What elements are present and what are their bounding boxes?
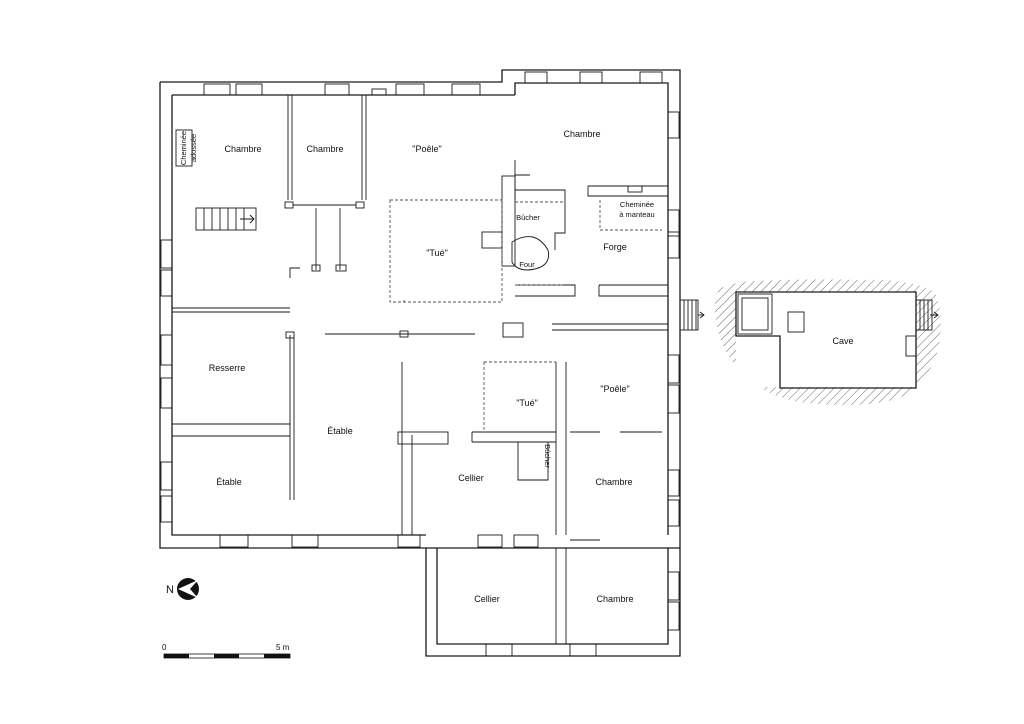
exterior-walls bbox=[159, 69, 681, 657]
room-label-etable-big: Étable bbox=[327, 426, 353, 436]
room-label-bucher-s: Bûcher bbox=[543, 444, 552, 468]
room-label-tue-n: "Tué" bbox=[426, 248, 448, 258]
north-arrow: N bbox=[166, 578, 199, 600]
north-label: N bbox=[166, 584, 174, 596]
room-label-etable-w: Étable bbox=[216, 477, 242, 487]
room-label-cave: Cave bbox=[832, 336, 853, 346]
room-label-poele-n: "Poêle" bbox=[412, 144, 441, 154]
room-label-chambre-ne: Chambre bbox=[563, 129, 600, 139]
room-label-chambre-se: Chambre bbox=[595, 477, 632, 487]
label-cheminee-adossee-2: adossée bbox=[189, 134, 198, 162]
room-label-bucher-n: Bûcher bbox=[516, 213, 540, 222]
scale-start: 0 bbox=[162, 643, 167, 652]
room-label-chambre-nw: Chambre bbox=[224, 144, 261, 154]
scale-end: 5 m bbox=[276, 643, 290, 652]
room-label-cellier-1: Cellier bbox=[458, 473, 484, 483]
cave-structure bbox=[714, 279, 941, 406]
room-label-poele-s: "Poêle" bbox=[600, 384, 629, 394]
dashed-outlines bbox=[389, 199, 662, 432]
room-label-chambre-n2: Chambre bbox=[306, 144, 343, 154]
room-label-cellier-2: Cellier bbox=[474, 594, 500, 604]
room-label-forge: Forge bbox=[603, 242, 627, 252]
label-cheminee-adossee-1: Cheminée bbox=[179, 131, 188, 165]
room-label-chambre-s: Chambre bbox=[596, 594, 633, 604]
room-label-resserre: Resserre bbox=[209, 363, 246, 373]
label-cheminee-manteau-2: à manteau bbox=[619, 210, 654, 219]
room-label-four: Four bbox=[519, 260, 535, 269]
label-cheminee-manteau-1: Cheminée bbox=[620, 200, 654, 209]
scale-bar: 0 5 m bbox=[162, 643, 291, 659]
interior-walls bbox=[172, 95, 705, 644]
room-labels: Chambre Chambre "Poêle" Chambre Cheminée… bbox=[179, 129, 854, 604]
room-label-tue-s: "Tué" bbox=[516, 398, 538, 408]
